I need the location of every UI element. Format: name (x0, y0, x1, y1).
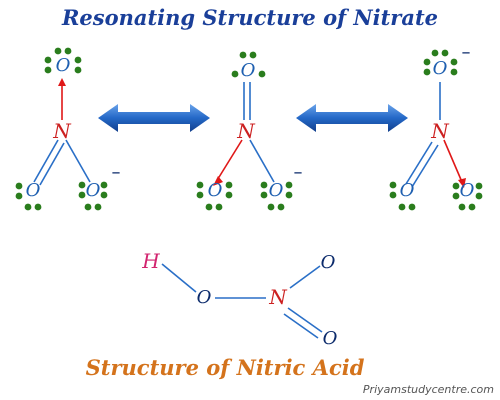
lone-pairs (423, 49, 458, 76)
svg-text:O: O (26, 180, 41, 201)
watermark-text: Priyamstudycentre.com (363, 383, 494, 396)
svg-text:O: O (208, 180, 223, 201)
bond-single (443, 139, 463, 183)
lone-pairs (78, 181, 108, 211)
oxygen-atom-left: O (15, 180, 42, 211)
oxygen-atom-single: O (321, 252, 336, 273)
nitrogen-atom: N (268, 285, 288, 309)
bond-single (65, 139, 91, 183)
bond-single (249, 139, 275, 183)
bond-double-a (405, 141, 433, 185)
bond-single (215, 139, 243, 183)
bond-double-a (287, 307, 323, 333)
oxygen-atom-top: O – (423, 42, 471, 79)
svg-text:O: O (400, 180, 415, 201)
bond-double-a (33, 139, 59, 183)
nitric-acid-caption: Structure of Nitric Acid (86, 355, 365, 380)
resonance-structure-2: N O O O – (196, 51, 303, 211)
lone-pairs (15, 182, 42, 211)
resonance-arrow-left (98, 104, 210, 132)
bond-double-b (39, 142, 65, 186)
lone-pairs (196, 181, 233, 211)
oxygen-atom-double: O (323, 328, 338, 349)
bond-n-o-single (289, 265, 321, 289)
svg-text:O: O (86, 180, 101, 201)
negative-charge: – (294, 162, 303, 183)
lone-pairs (231, 51, 266, 78)
bond-h-o (161, 263, 197, 293)
hydrogen-atom: H (141, 249, 160, 273)
bond-double-b (283, 313, 319, 339)
negative-charge: – (462, 42, 471, 63)
svg-text:O: O (433, 58, 448, 79)
svg-text:O: O (56, 55, 71, 76)
lone-pairs (389, 181, 416, 211)
oxygen-atom-left: O (196, 180, 233, 211)
lone-pairs (452, 182, 483, 211)
nitrogen-atom: N (236, 119, 256, 143)
svg-text:O: O (460, 180, 475, 201)
nitrogen-atom: N (430, 119, 450, 143)
oxygen-atom-hydroxyl: O (197, 287, 212, 308)
nitrogen-atom: N (52, 119, 72, 143)
lone-pairs (260, 181, 293, 211)
negative-charge: – (112, 162, 121, 183)
resonance-structure-3: N O – O O (389, 42, 483, 211)
electron-shift-arrow (458, 178, 466, 188)
electron-shift-arrow (213, 176, 223, 186)
oxygen-atom-left: O (389, 180, 416, 211)
resonance-structure-1: N O O O – (15, 47, 121, 211)
nitric-acid-structure: H O N O O (141, 249, 337, 349)
electron-shift-arrow (58, 78, 66, 86)
lone-pairs (44, 47, 82, 74)
oxygen-atom-top: O (44, 47, 82, 76)
oxygen-atom-right: O (452, 180, 483, 211)
svg-text:O: O (241, 60, 256, 81)
bond-double-b (411, 144, 439, 188)
svg-text:O: O (269, 180, 284, 201)
oxygen-atom-right: O – (260, 162, 303, 211)
diagram-title: Resonating Structure of Nitrate (61, 5, 438, 30)
oxygen-atom-right: O – (78, 162, 121, 211)
oxygen-atom-top: O (231, 51, 266, 81)
resonance-arrow-right (296, 104, 408, 132)
